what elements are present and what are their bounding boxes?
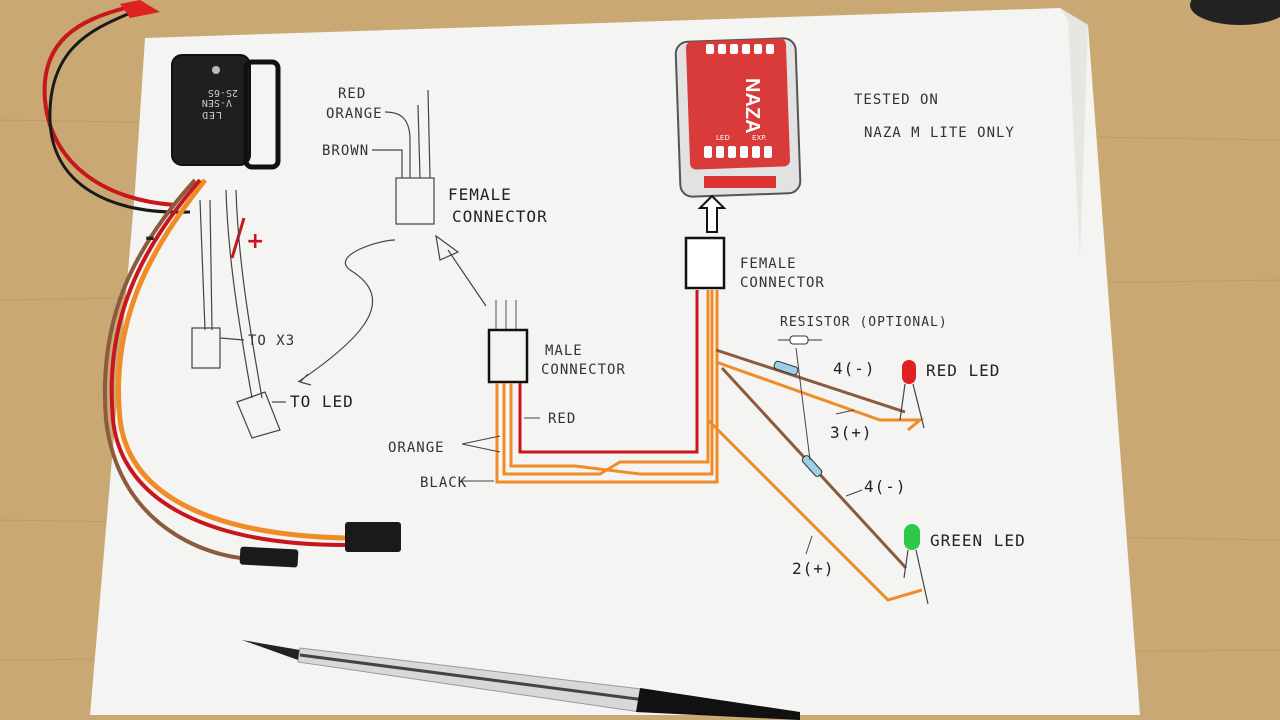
pen [242, 640, 800, 720]
male-connector-box [487, 328, 529, 384]
resistor-2 [801, 455, 823, 477]
harness-red [518, 290, 699, 454]
vsen-led-icon [212, 66, 220, 74]
tested-on-line1: TESTED ON [854, 92, 939, 108]
pin2-leader [805, 535, 813, 555]
plus-mark: + [246, 229, 264, 254]
harness-orange-2 [502, 290, 710, 476]
plus-mark-stroke [230, 217, 246, 259]
left-female-label-1: FEMALE [448, 185, 512, 204]
naza-female-label-1: FEMALE [740, 256, 797, 272]
red-led-icon [902, 360, 916, 384]
resistor-label: RESISTOR (OPTIONAL) [780, 315, 948, 330]
left-orange-label: ORANGE [326, 106, 383, 122]
center-black-label: BLACK [420, 475, 467, 491]
left-brown-label: BROWN [322, 143, 369, 159]
pin3-label: 3(+) [830, 423, 873, 442]
center-orange-label: ORANGE [388, 440, 445, 456]
left-red-label: RED [338, 86, 366, 102]
vsen-label-2s6s: 2S-6S [208, 87, 238, 98]
center-red-label: RED [548, 411, 576, 427]
arrow-up-icon [697, 194, 727, 233]
vsen-module-frame [243, 59, 281, 170]
dark-object-corner [1190, 0, 1280, 25]
red-led-label: RED LED [926, 361, 1000, 380]
naza-body [686, 38, 790, 170]
pin4-bottom-label: 4(-) [864, 477, 907, 496]
wire-harness [495, 290, 719, 484]
resistor-1 [773, 360, 799, 376]
orange-servo-wire [115, 178, 346, 541]
vsen-label-vsen: V-SEN [202, 97, 232, 108]
green-led-icon [904, 524, 920, 550]
black-loop-wire [48, 12, 191, 214]
orange-wire-green-led [706, 418, 923, 602]
vsen-module-group: LED V-SEN 2S-6S - + [42, 0, 401, 568]
red-connector-top [120, 0, 160, 18]
naza-bottom-ports [704, 146, 772, 158]
naza-controller: NAZA LED EXP. [674, 37, 802, 233]
pin4-bottom-leader [845, 489, 863, 497]
naza-female-label-2: CONNECTOR [740, 275, 825, 291]
harness-orange-3 [509, 290, 714, 476]
tested-on-line2: NAZA M LITE ONLY [864, 125, 1015, 141]
vsen-module-body [171, 54, 251, 166]
naza-exp-label: EXP. [752, 134, 767, 142]
naza-logo: NAZA [741, 78, 763, 134]
to-led-label: TO LED [290, 392, 354, 411]
vsen-label-led: LED [201, 109, 222, 120]
pin3-leader [835, 409, 855, 415]
resistor-group [773, 335, 823, 477]
green-led-label: GREEN LED [930, 531, 1026, 550]
pen-cap [636, 688, 800, 720]
green-led [903, 524, 929, 605]
pin2-label: 2(+) [792, 559, 835, 578]
to-x3-label: TO X3 [248, 333, 295, 349]
naza-female-connector-box [684, 236, 726, 290]
naza-pins [704, 176, 776, 188]
left-female-label-2: CONNECTOR [452, 207, 548, 226]
sketch-leads-left [191, 189, 396, 439]
naza-top-ports [706, 44, 774, 54]
paper-fold [1060, 8, 1088, 260]
brown-wire-red-led [715, 348, 906, 414]
pin4-top-label: 4(-) [833, 359, 876, 378]
harness-orange-outer [495, 290, 719, 484]
male-connector-group [487, 300, 529, 384]
male-label-2: CONNECTOR [541, 362, 626, 378]
red-loop-wire [42, 6, 176, 207]
minus-mark: - [145, 223, 155, 251]
pen-tip [242, 640, 300, 660]
male-label-1: MALE [545, 343, 583, 359]
red-led [899, 360, 925, 429]
servo-plug-right [345, 522, 401, 552]
brown-servo-wire [102, 178, 251, 561]
center-label-leaders [461, 417, 540, 482]
female-connector-left [372, 89, 487, 307]
pen-ink-tube [299, 653, 646, 702]
naza-led-label: LED [716, 134, 730, 142]
red-servo-wire [109, 178, 346, 547]
servo-plug-left [239, 546, 299, 568]
